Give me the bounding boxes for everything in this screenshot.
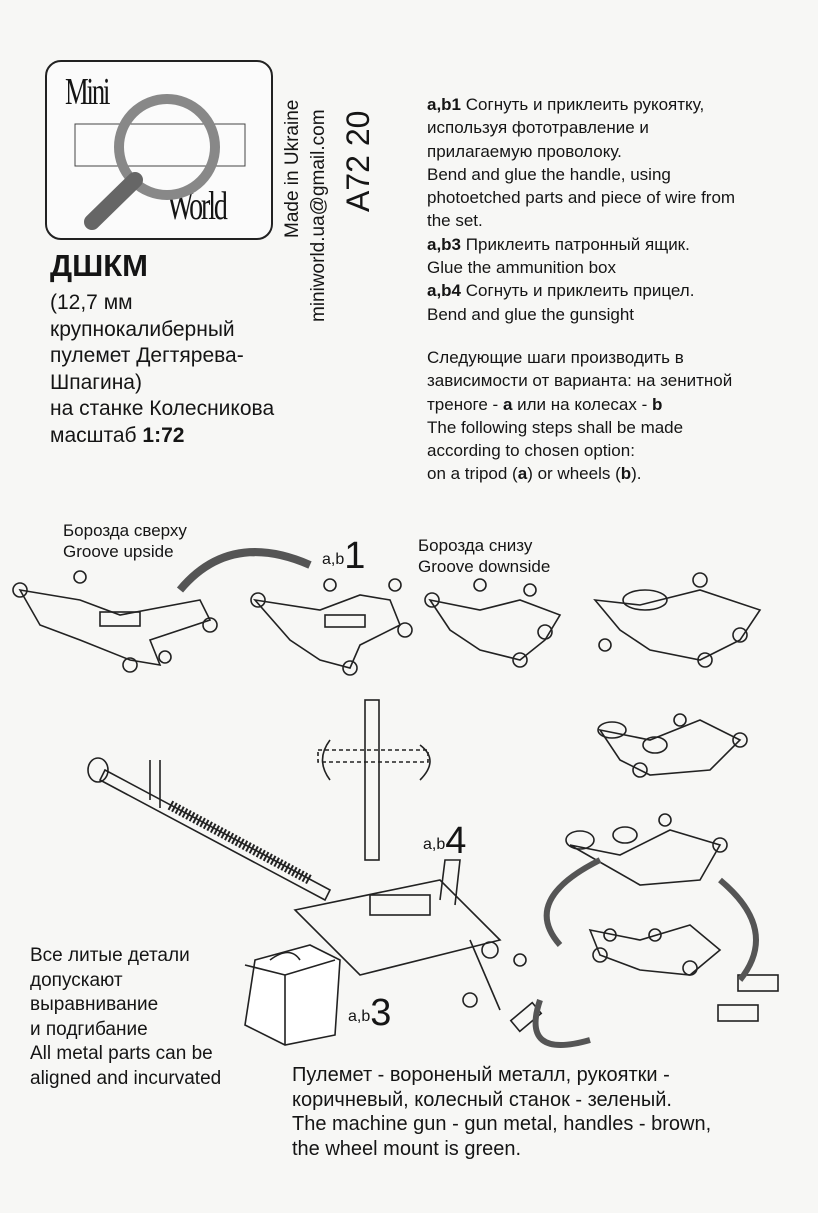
- description-line: пулемет Дегтярева-: [50, 344, 244, 367]
- step-text-en: Bend and glue the gunsight: [427, 304, 635, 324]
- brand-logo: Mini World: [45, 60, 273, 240]
- frame-part-1: [12, 570, 218, 673]
- description-line: Шпагина): [50, 370, 142, 394]
- email-label: miniworld.ua@gmail.com: [308, 109, 329, 322]
- frame-part-4: [593, 572, 762, 668]
- step-text-ru: Согнуть и приклеить прицел.: [465, 281, 695, 301]
- options-text: Следующие шаги производить в: [427, 347, 684, 367]
- made-in-label: Made in Ukraine: [282, 99, 303, 238]
- description-line: на станке Колесникова: [50, 397, 275, 420]
- step-text-ru: прилагаемую проволоку.: [427, 141, 622, 161]
- arrow-icon: [718, 877, 759, 982]
- step-text-ru: используя фототравление и: [427, 118, 649, 138]
- arrow-icon: [543, 857, 602, 947]
- wheeled-mount-part: [509, 924, 779, 1033]
- options-text: on a tripod (a) or wheels (b).: [427, 464, 642, 484]
- step-text-ru: Приклеить патронный ящик.: [465, 234, 690, 254]
- article-number: A72 20: [340, 110, 376, 212]
- step-text-en: photoetched parts and piece of wire from: [427, 188, 736, 208]
- description-line: крупнокалиберный: [50, 317, 235, 341]
- arrow-icon: [532, 999, 591, 1048]
- description-line: (12,7 мм: [50, 291, 133, 314]
- logo-text-mini: Mini: [65, 71, 110, 113]
- product-description: (12,7 мм крупнокалиберный пулемет Дегтяр…: [50, 290, 274, 449]
- options-text: The following steps shall be made: [427, 417, 684, 437]
- scale-label: масштаб: [50, 423, 137, 447]
- options-text: according to chosen option:: [427, 441, 635, 461]
- frame-part-6: [565, 813, 728, 886]
- step-text-en: Bend and glue the handle, using: [427, 164, 671, 184]
- frame-part-3: [424, 578, 562, 668]
- step-label: a,b3: [427, 234, 462, 254]
- instructions-block: a,b1 Согнуть и приклеить рукоятку, испол…: [427, 93, 735, 486]
- machine-gun: [87, 757, 527, 1011]
- step-1-label: a,b1: [322, 535, 366, 577]
- handle-photoetch: [317, 699, 431, 861]
- product-title: ДШКМ: [50, 248, 148, 283]
- scale-value: 1:72: [142, 423, 185, 447]
- step-text-ru: Согнуть и приклеить рукоятку,: [465, 95, 705, 114]
- step-3-label: a,b3: [348, 992, 392, 1034]
- options-text: зависимости от варианта: на зенитной: [427, 371, 733, 391]
- frame-part-5: [597, 713, 748, 778]
- arrow-icon: [176, 548, 312, 593]
- step-label: a,b1: [427, 95, 462, 114]
- ammunition-box: [244, 944, 341, 1046]
- color-note: Пулемет - вороненый металл, рукоятки -ко…: [292, 1064, 712, 1160]
- step-text-en: Glue the ammunition box: [427, 258, 616, 278]
- options-text: треноге - a или на колесах - b: [427, 394, 663, 414]
- step-4-label: a,b4: [423, 820, 467, 862]
- step-text-en: the set.: [427, 211, 483, 231]
- frame-part-2: [250, 578, 413, 676]
- step-label: a,b4: [427, 281, 462, 301]
- magnifier-icon: [74, 94, 246, 230]
- scale-line: масштаб 1:72: [50, 423, 274, 450]
